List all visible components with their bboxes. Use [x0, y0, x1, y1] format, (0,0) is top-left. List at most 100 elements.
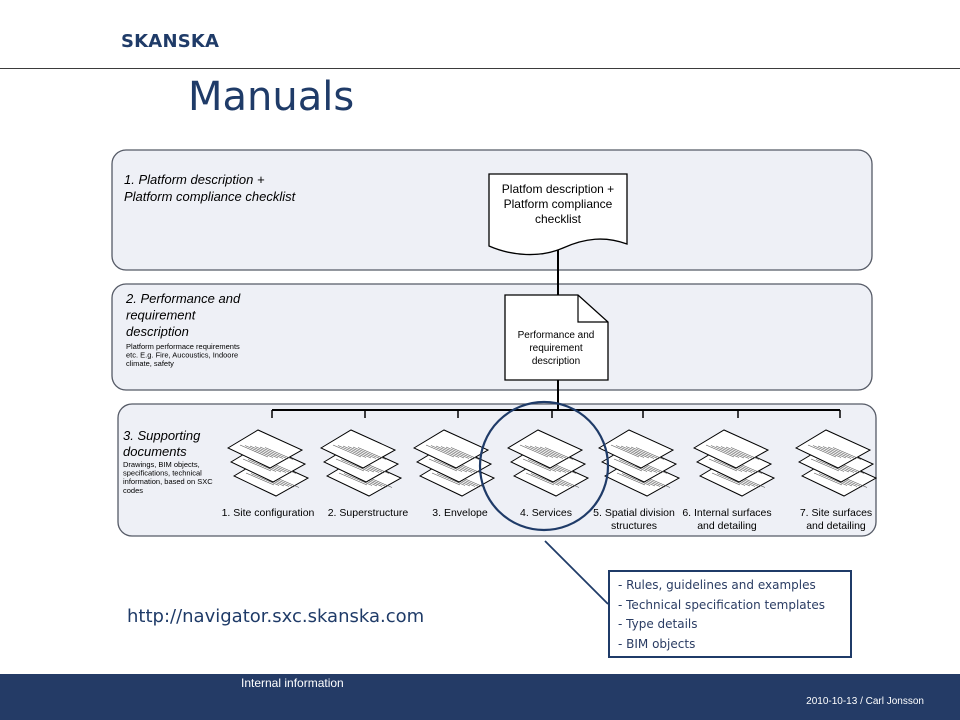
document-sheet-line [245, 472, 275, 486]
document-sheet-line [357, 447, 387, 460]
document-sheet-line [522, 458, 552, 472]
document-sheet-line [620, 445, 650, 459]
platform-document-label: Platfom description + [502, 182, 614, 196]
document-sheet-line [340, 459, 370, 472]
section-heading: 3. Supporting [123, 428, 201, 443]
section-heading: description [126, 324, 189, 339]
document-stack-icon [794, 429, 878, 497]
section-heading: 2. Performance and [125, 291, 241, 306]
document-sheet-line [630, 446, 660, 460]
document-sheet-line [810, 458, 840, 472]
document-sheet-line [440, 446, 470, 459]
document-sheet-line [534, 446, 564, 459]
document-sheet-line [817, 445, 847, 459]
document-sheet-line [445, 446, 475, 460]
document-sheet-line [539, 446, 569, 460]
document-sheet-line [527, 459, 557, 472]
document-sheet-line [832, 447, 862, 460]
section-heading: documents [123, 444, 187, 459]
category-label: structures [611, 520, 657, 532]
category-label: 3. Envelope [432, 507, 488, 519]
document-stack-icon [597, 429, 681, 497]
document-sheet-line [242, 458, 272, 472]
platform-document-label: Platform compliance [504, 197, 613, 211]
section-note: specifications, technical [123, 469, 202, 478]
section-note: Drawings, BIM objects, [123, 460, 200, 469]
category-label: 6. Internal surfaces [682, 507, 771, 519]
document-sheet-line [264, 447, 294, 460]
performance-document-shape [504, 294, 609, 381]
section-note: information, based on SXC [123, 477, 213, 486]
section-note: Platform performace requirements [126, 342, 240, 351]
callout-connector [544, 540, 609, 605]
document-sheet-line [710, 445, 740, 458]
document-sheet-line [529, 445, 559, 459]
callout-box: - Rules, guidelines and examples - Techn… [608, 570, 852, 658]
document-sheet-line [730, 447, 760, 460]
callout-item: - Rules, guidelines and examples [618, 578, 816, 592]
document-sheet-line [625, 446, 655, 459]
category-label: 2. Superstructure [328, 507, 409, 519]
section-panel [117, 403, 877, 537]
document-sheet-line [615, 445, 645, 458]
document-sheet-line [613, 458, 643, 472]
category-label: and detailing [697, 520, 757, 532]
document-sheet-line [720, 446, 750, 459]
document-sheet-line [705, 444, 735, 458]
document-sheet-line [711, 472, 741, 486]
platform-document-shape [488, 173, 628, 256]
document-sheet-line [815, 459, 845, 472]
document-sheet-line [338, 472, 368, 486]
document-sheet-line [244, 445, 274, 458]
document-sheet-line [713, 459, 743, 472]
document-sheet-line [247, 459, 277, 472]
navigator-link[interactable]: http://navigator.sxc.skanska.com [127, 606, 425, 627]
document-sheet-line [254, 446, 284, 459]
document-sheet-line [347, 446, 377, 459]
category-label: and detailing [806, 520, 866, 532]
document-sheet-line [610, 444, 640, 458]
document-sheet-line [530, 473, 560, 486]
document-stack-icon [692, 429, 776, 497]
category-label: 4. Services [520, 507, 572, 519]
document-sheet-line [259, 446, 289, 460]
document-sheet-line [342, 445, 372, 459]
document-sheet-line [807, 444, 837, 458]
callout-item: - Technical specification templates [618, 597, 825, 612]
document-sheet-line [430, 445, 460, 458]
document-sheet-line [708, 458, 738, 472]
performance-document-fold [577, 295, 608, 323]
callout-item: - BIM objects [618, 636, 696, 651]
section-note: climate, safety [126, 359, 174, 368]
document-sheet-line [239, 444, 269, 458]
skanska-logo: SKANSKA [121, 31, 220, 52]
document-stack-icon [319, 429, 403, 497]
category-label: 1. Site configuration [222, 507, 315, 519]
platform-document-label: checklist [535, 212, 582, 226]
document-sheet-line [250, 473, 280, 486]
document-sheet-line [436, 473, 466, 486]
document-sheet-line [525, 472, 555, 486]
footer-classification: Internal information [241, 676, 344, 690]
document-sheet-line [435, 445, 465, 459]
document-sheet-line [618, 459, 648, 472]
document-sheet-line [428, 458, 458, 472]
document-stack-icon [226, 429, 310, 497]
footer-bar: Internal information 2010-10-13 / Carl J… [0, 674, 960, 720]
document-stack-icon [412, 429, 496, 497]
document-sheet-line [450, 447, 480, 460]
document-sheet-line [332, 444, 362, 458]
category-label: 5. Spatial division [593, 507, 675, 519]
callout-item: - Type details [618, 617, 698, 631]
performance-document-label: requirement [529, 343, 583, 354]
footer-date-author: 2010-10-13 / Carl Jonsson [806, 696, 924, 707]
document-sheet-line [337, 445, 367, 458]
document-sheet-line [716, 473, 746, 486]
document-sheet-line [524, 445, 554, 458]
document-sheet-line [519, 444, 549, 458]
category-label: 7. Site surfaces [800, 507, 872, 519]
section-note: etc. E.g. Fire, Aucoustics, Indoore [126, 351, 238, 360]
section-heading: 1. Platform description + [124, 172, 265, 187]
document-sheet-line [822, 446, 852, 459]
